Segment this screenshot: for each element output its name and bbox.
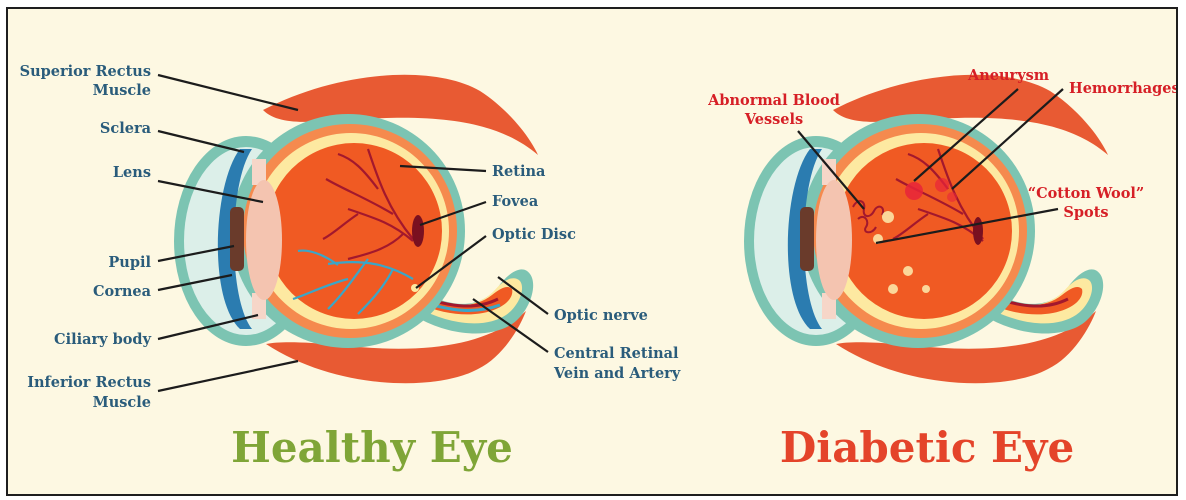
- label-lens: Lens: [113, 164, 151, 181]
- label-inferior-rectus-line2: Muscle: [93, 394, 151, 411]
- label-cornea: Cornea: [93, 283, 152, 300]
- label-retina: Retina: [492, 163, 546, 180]
- healthy-eye-illustration: [174, 75, 538, 383]
- label-ciliary-body: Ciliary body: [54, 331, 152, 348]
- label-superior-rectus-line1: Superior Rectus: [20, 63, 151, 80]
- diabetic-lens: [816, 180, 852, 300]
- diabetic-cotton-wool-spot-5: [922, 285, 930, 293]
- label-central-retinal-line1: Central Retinal: [554, 345, 679, 362]
- label-sclera: Sclera: [100, 120, 152, 137]
- healthy-fovea: [412, 215, 424, 247]
- label-cotton-wool-line2: Spots: [1063, 204, 1108, 221]
- label-inferior-rectus-line1: Inferior Rectus: [27, 374, 151, 391]
- label-optic-disc: Optic Disc: [492, 226, 576, 243]
- diagram-frame: Superior Rectus Muscle Sclera Lens Pupil…: [6, 7, 1178, 496]
- label-superior-rectus-line2: Muscle: [93, 82, 151, 99]
- label-abnormal-blood-line1: Abnormal Blood: [707, 92, 840, 109]
- label-cotton-wool-line1: “Cotton Wool”: [1028, 185, 1145, 202]
- label-fovea: Fovea: [492, 193, 539, 210]
- label-abnormal-blood-line2: Vessels: [744, 111, 803, 128]
- label-hemorrhages: Hemorrhages: [1069, 80, 1178, 97]
- diabetic-hemorrhage-1: [935, 178, 949, 192]
- label-optic-nerve: Optic nerve: [554, 307, 648, 324]
- diabetic-cotton-wool-spot-3: [903, 266, 913, 276]
- diabetic-eye-title: Diabetic Eye: [780, 423, 1074, 472]
- diabetic-hemorrhage-2: [947, 192, 957, 202]
- healthy-eye-title: Healthy Eye: [231, 423, 513, 472]
- diabetic-cotton-wool-spot-4: [888, 284, 898, 294]
- diabetic-pupil: [800, 207, 814, 271]
- healthy-pupil: [230, 207, 244, 271]
- label-pupil: Pupil: [108, 254, 151, 271]
- healthy-lens: [246, 180, 282, 300]
- eye-diagram: Superior Rectus Muscle Sclera Lens Pupil…: [8, 9, 1178, 496]
- diabetic-aneurysm: [905, 182, 923, 200]
- diabetic-fovea: [973, 217, 983, 245]
- label-aneurysm: Aneurysm: [967, 67, 1050, 84]
- label-central-retinal-line2: Vein and Artery: [553, 365, 681, 382]
- diabetic-vitreous: [836, 143, 1012, 319]
- diabetic-cotton-wool-spot-1: [882, 211, 894, 223]
